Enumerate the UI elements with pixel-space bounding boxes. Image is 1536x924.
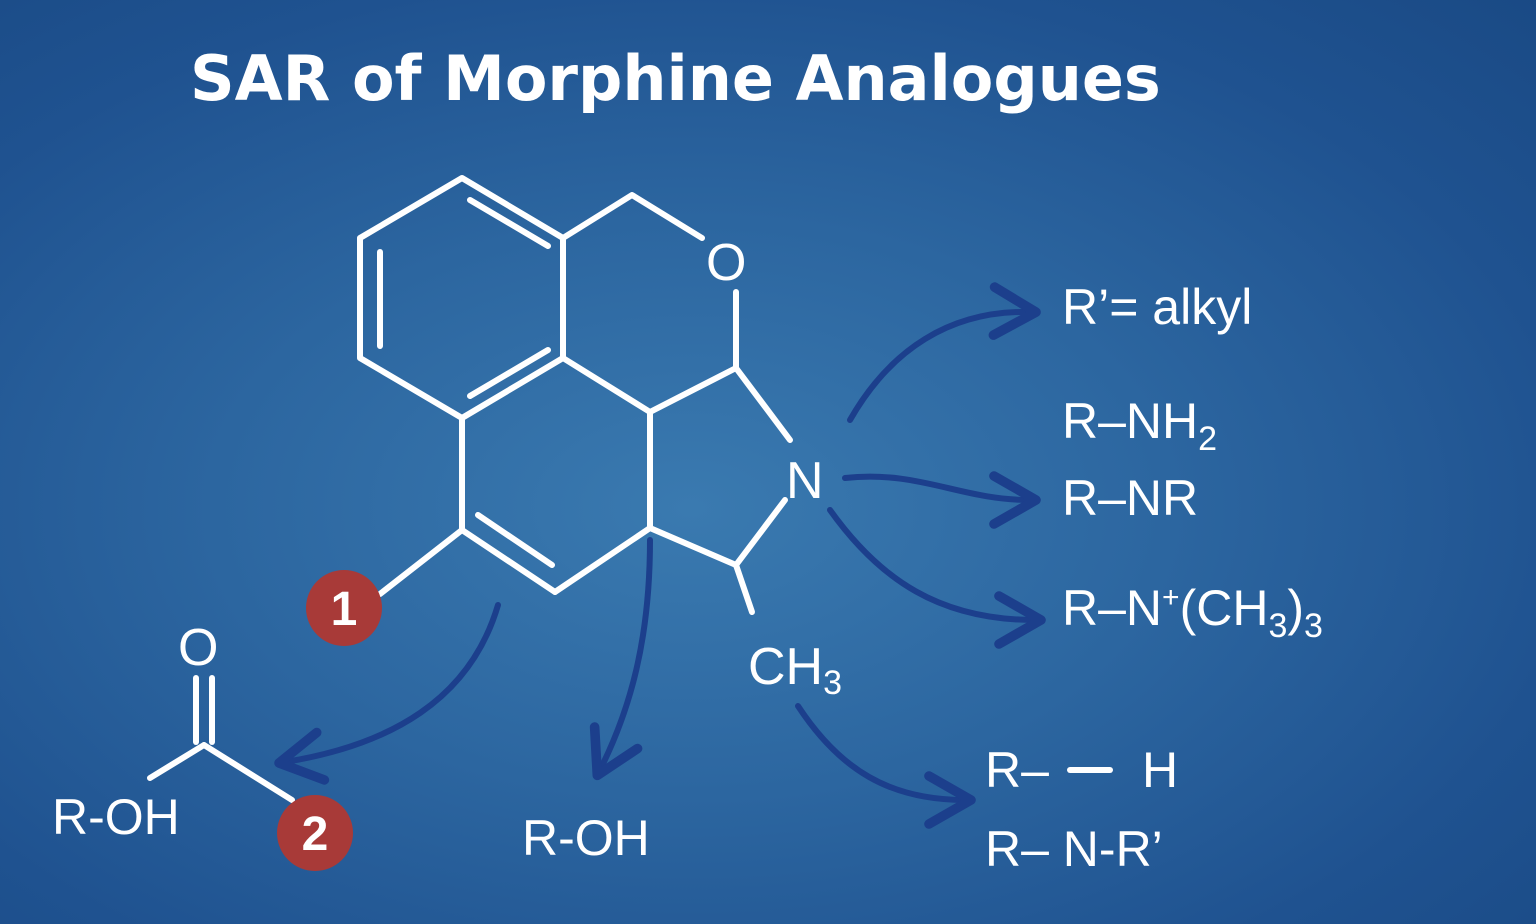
methyl-label: CH3 [748,638,842,702]
amine-nh2-label: R–NH2 [1062,393,1217,458]
ring-lower-right [552,525,653,595]
arrow-to-carbonyl [274,602,501,785]
methyl-bond [733,562,755,615]
arrow-to-nr [842,471,1041,529]
r-h-label: R– H [985,742,1178,798]
morphine-skeleton [357,175,793,615]
middle-r-oh-label: R-OH [522,810,650,866]
c-c-bond-a [647,365,739,415]
benzene-double-bond-3 [467,347,551,399]
quaternary-ammonium-label: R–N+(CH3)3 [1062,580,1323,645]
ether-bridge [560,192,705,241]
carbonyl-group: O R-OH [52,619,295,845]
svg-text:R–: R– [985,742,1049,798]
carbonyl-oxygen-label: O [178,619,218,677]
n-c-bond-bottom [733,497,788,568]
arrow-to-alkyl [847,282,1041,423]
sar-arrows [274,282,1046,829]
page-title: SAR of Morphine Analogues [190,42,1161,115]
c-c-bond-b [560,355,653,415]
arrow-to-quaternary [827,507,1046,649]
svg-text:1: 1 [331,583,358,636]
svg-text:2: 2 [302,808,329,861]
alkyl-substituent-label: R’= alkyl [1062,279,1252,335]
c-c-bond-c [647,525,739,568]
arrow-to-r-h [795,703,976,829]
position-1-bond [377,527,465,597]
amine-nr-label: R–NR [1062,470,1198,526]
ring-oxygen-label: O [706,234,746,292]
nitrogen-label: N [786,452,824,510]
carbonyl-r-oh-label: R-OH [52,789,180,845]
ring-lower-double [475,512,555,568]
arrow-to-middle-oh [589,537,653,781]
r-n-r-prime-label: R– N-R’ [985,821,1163,877]
marker-2: 2 [277,795,353,871]
marker-1: 1 [306,570,382,646]
benzene-ring [357,175,566,421]
ring-lower-bond [459,527,558,595]
svg-text:H: H [1142,742,1178,798]
c-n-bond-top [733,365,793,443]
benzene-double-bond-1 [467,197,551,249]
